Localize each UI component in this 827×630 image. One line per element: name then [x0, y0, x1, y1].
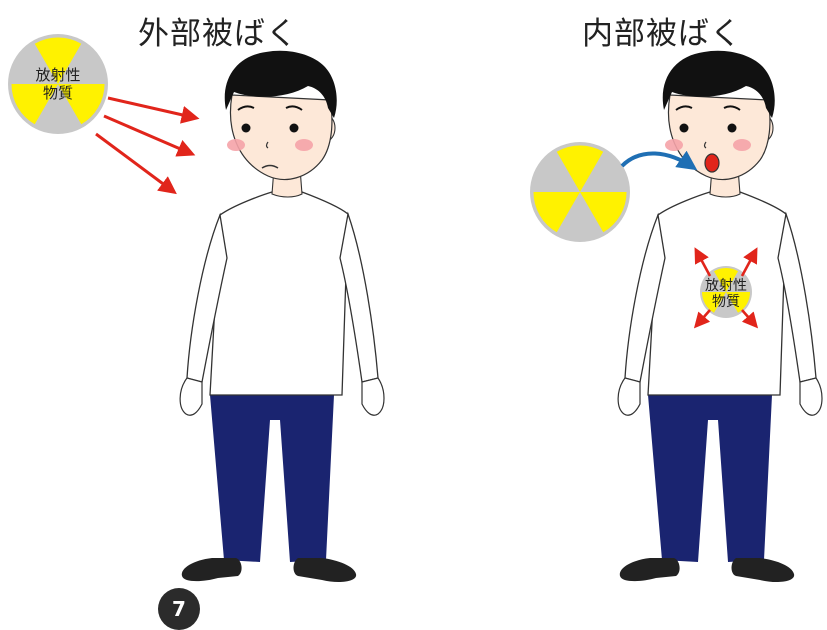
radiation-source-internal — [528, 142, 632, 242]
blue-arrow-icon — [620, 150, 698, 171]
person-external — [179, 49, 385, 583]
label-line-1: 放射性 — [35, 66, 81, 84]
page-number-badge: 7 — [158, 588, 200, 630]
radiation-source-label-internal: 放射性 物質 — [698, 278, 754, 310]
person-internal — [617, 49, 823, 583]
radiation-source-label-external: 放射性 物質 — [30, 66, 86, 102]
heading-external-exposure: 外部被ばく — [138, 16, 298, 52]
radiation-source-external — [6, 34, 110, 134]
red-arrow-icon — [95, 96, 200, 195]
heading-internal-exposure: 内部被ばく — [582, 16, 742, 52]
label-line-2: 物質 — [712, 294, 740, 310]
label-line-2: 物質 — [42, 84, 73, 102]
label-line-1: 放射性 — [705, 278, 747, 294]
red-arrow-icon — [693, 247, 759, 329]
internal-source — [699, 266, 753, 318]
